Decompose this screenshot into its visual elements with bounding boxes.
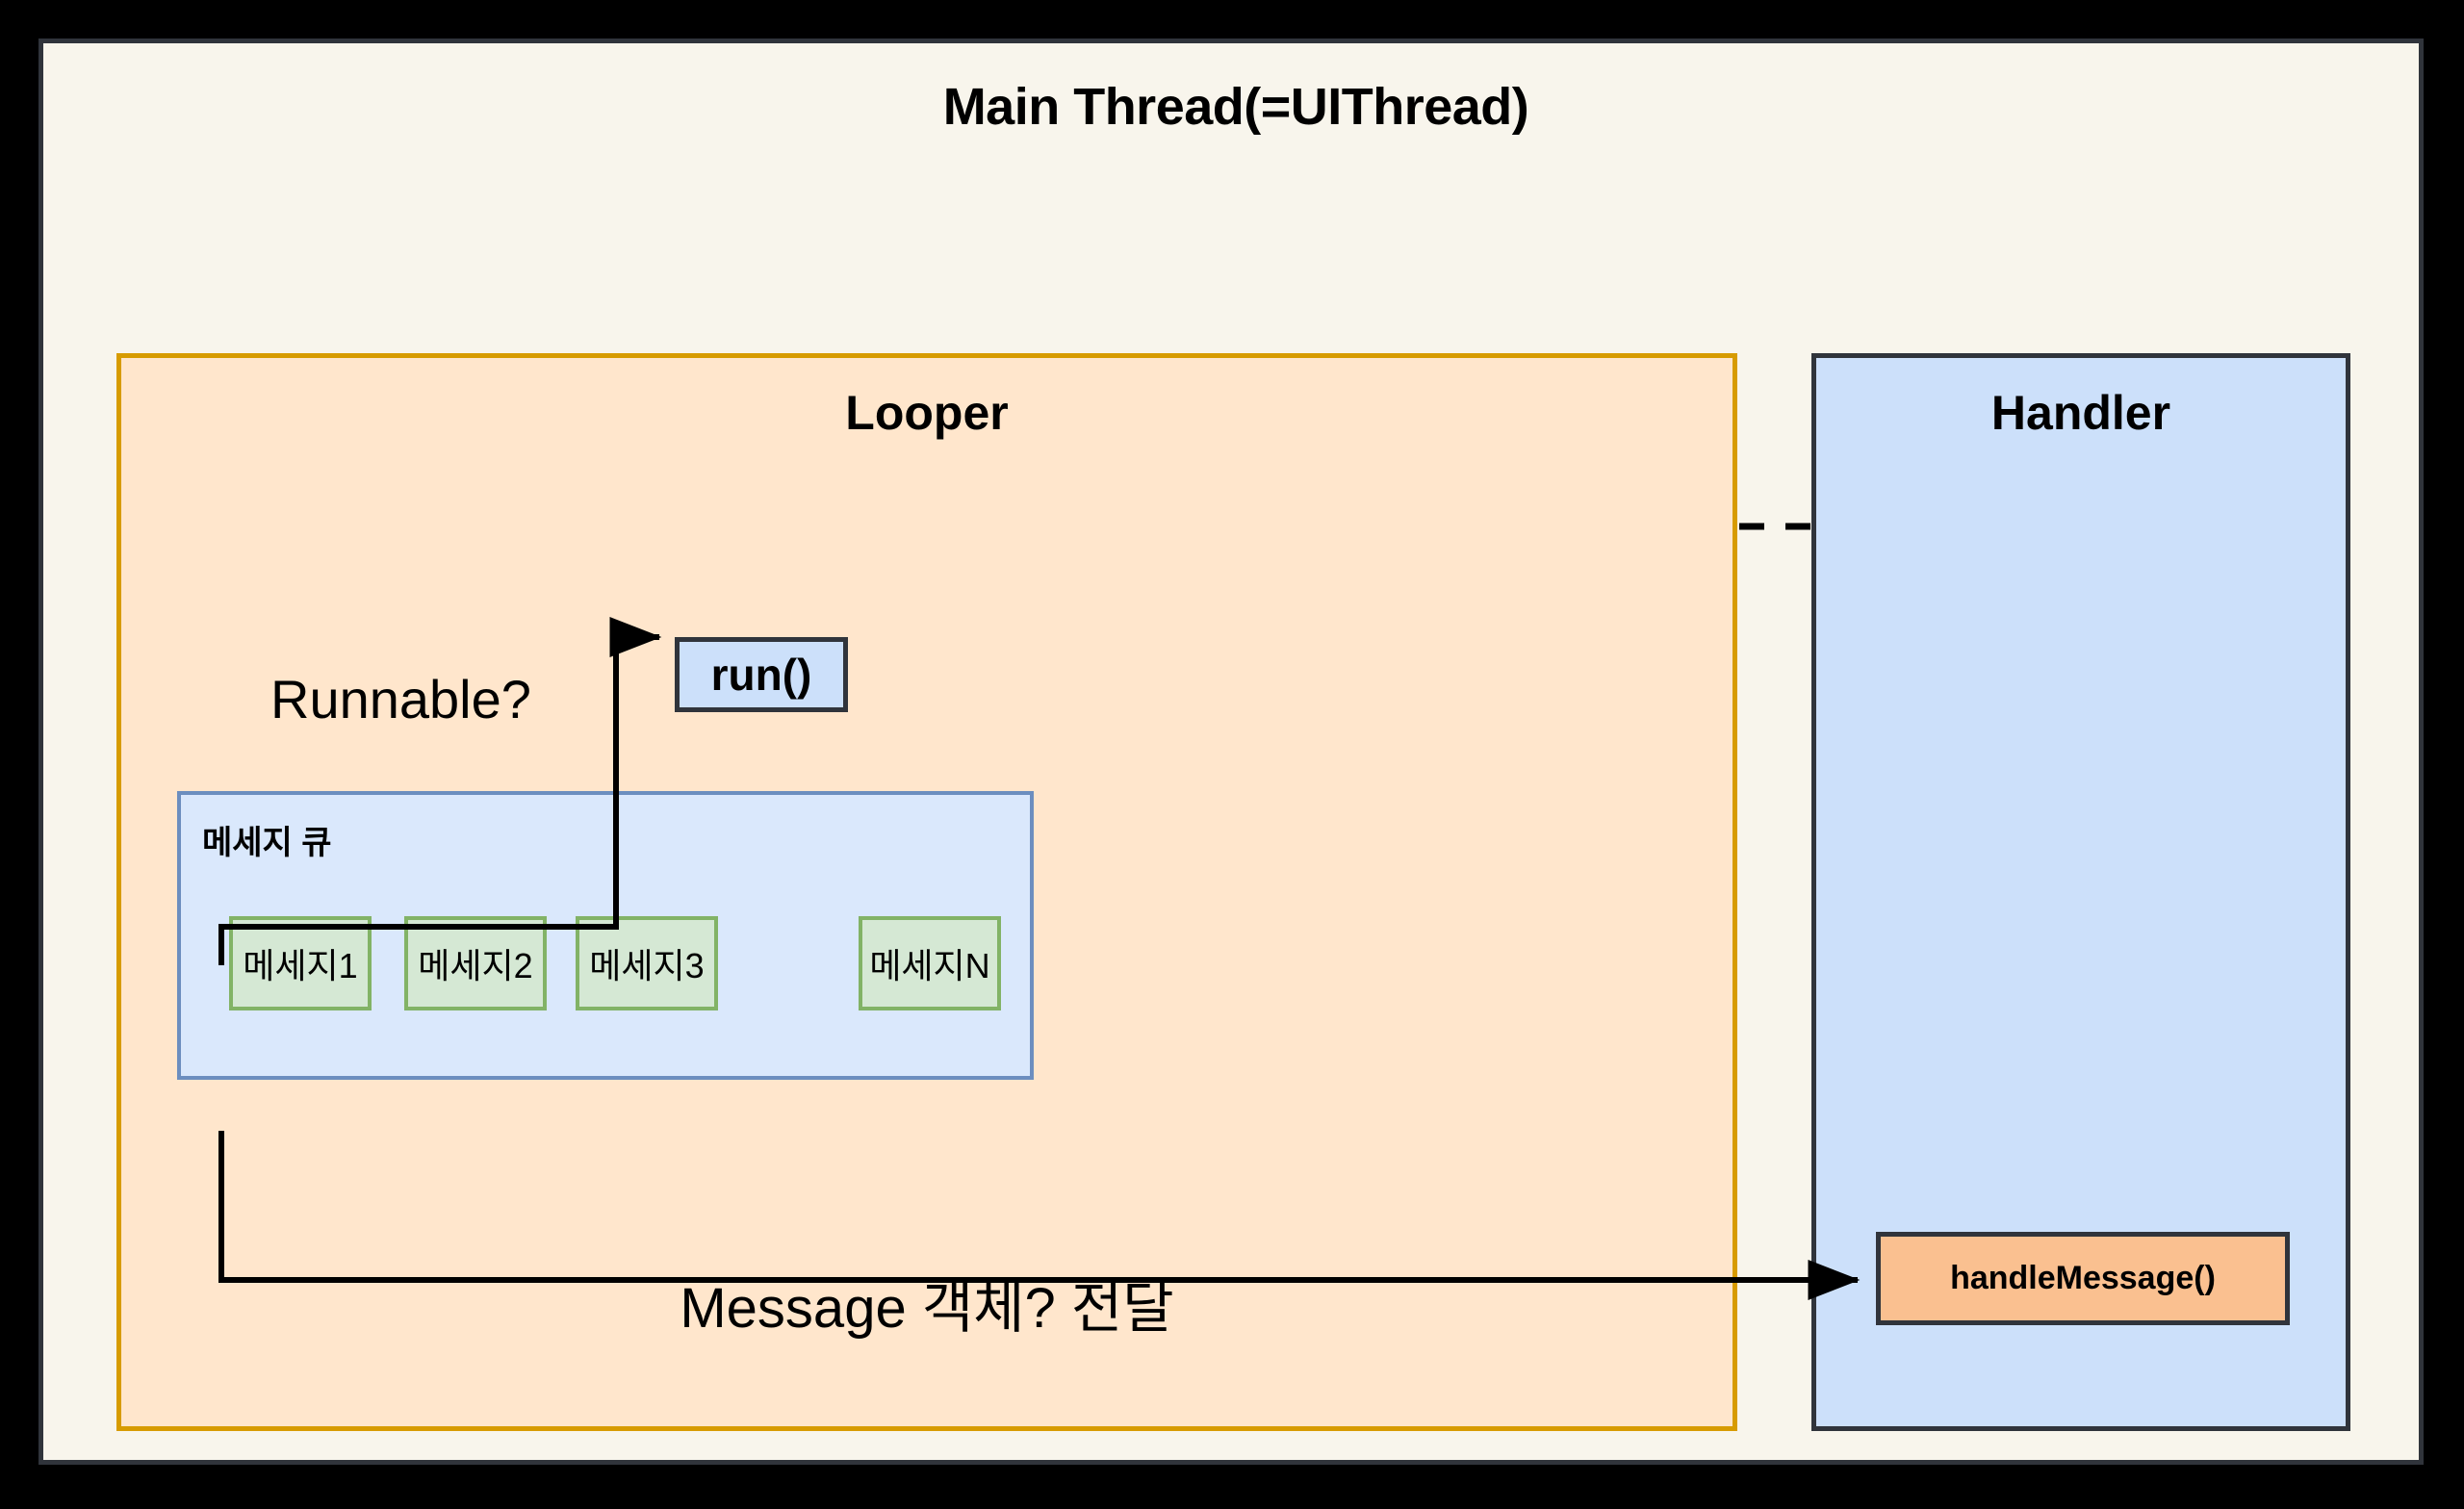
message-box[interactable]: 메세지N: [859, 916, 1001, 1010]
page-title: Main Thread(=UIThread): [942, 78, 1529, 136]
runnable-label: Runnable?: [270, 669, 531, 729]
message-box[interactable]: 메세지2: [404, 916, 547, 1010]
looper-container: Looper Runnable? run() 메세지 큐 메세지1 메세지2 메…: [116, 353, 1737, 1431]
run-method-box[interactable]: run(): [675, 637, 848, 712]
handler-title: Handler: [1990, 386, 2171, 440]
message-box[interactable]: 메세지1: [229, 916, 372, 1010]
message-queue-title: 메세지 큐: [202, 825, 332, 861]
message-box[interactable]: 메세지3: [576, 916, 718, 1010]
diagram-canvas: Main Thread(=UIThread) Looper Runnable? …: [38, 38, 2424, 1465]
looper-title: Looper: [845, 386, 1009, 440]
handle-message-box[interactable]: handleMessage(): [1876, 1232, 2290, 1325]
message-queue-container: 메세지 큐 메세지1 메세지2 메세지3 메세지N: [177, 791, 1034, 1080]
message-pass-label: Message 객체? 전달: [680, 1277, 1174, 1340]
handler-container: Handler handleMessage(): [1811, 353, 2350, 1431]
